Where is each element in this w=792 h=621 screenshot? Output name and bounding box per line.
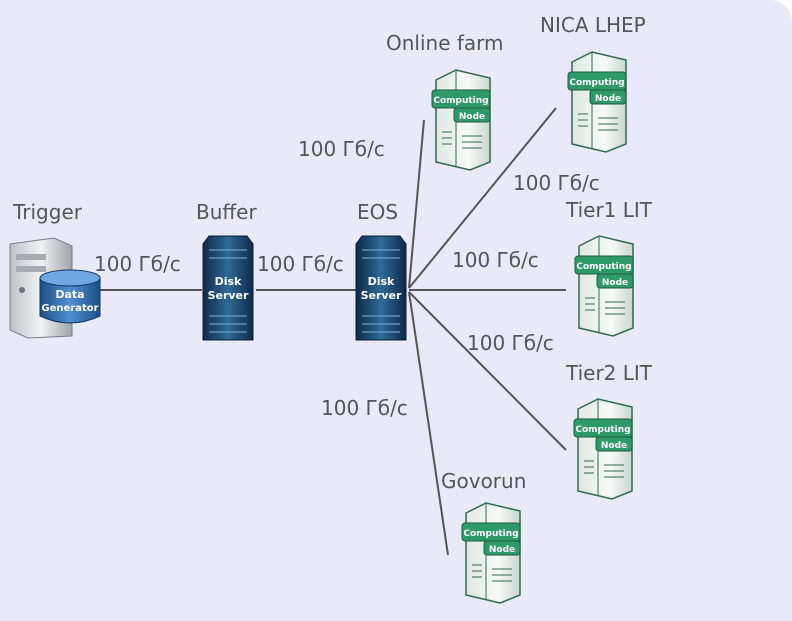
tier1-lit-icon-line2: Node — [602, 278, 628, 288]
govorun-icon-line2: Node — [489, 545, 515, 555]
links — [100, 107, 567, 556]
eos-icon-line1: Disk — [368, 275, 395, 288]
link-eos-online-farm — [408, 119, 425, 289]
govorun-icon-line1: Computing — [463, 529, 518, 539]
node-label-buffer: Buffer — [196, 200, 257, 224]
nica-lhep-computing-node-icon: Computing Node — [567, 51, 627, 153]
node-label-nica-lhep: NICA LHEP — [540, 13, 646, 37]
eos-icon-line2: Server — [361, 289, 402, 302]
node-label-tier2-lit: Tier2 LIT — [565, 361, 653, 385]
tier2-lit-icon-line1: Computing — [575, 425, 630, 435]
link-label-eos-govorun: 100 Гб/с — [321, 396, 408, 420]
govorun-computing-node-icon: Computing Node — [461, 502, 521, 604]
link-label-buffer-eos: 100 Гб/с — [257, 252, 344, 276]
buffer-icon-line2: Server — [208, 289, 249, 302]
tier2-lit-computing-node-icon: Computing Node — [573, 398, 633, 500]
node-label-online-farm: Online farm — [386, 31, 504, 55]
nica-lhep-icon-line1: Computing — [569, 78, 624, 88]
link-label-trigger-buffer: 100 Гб/с — [94, 252, 181, 276]
buffer-icon-line1: Disk — [215, 275, 242, 288]
node-label-tier1-lit: Tier1 LIT — [565, 198, 653, 222]
link-label-eos-tier2-lit: 100 Гб/с — [467, 331, 554, 355]
link-label-eos-tier1-lit: 100 Гб/с — [452, 248, 539, 272]
online-farm-icon-line1: Computing — [433, 96, 488, 106]
link-eos-tier2-lit — [408, 291, 567, 451]
tier1-lit-icon-line1: Computing — [576, 262, 631, 272]
node-label-trigger: Trigger — [12, 200, 83, 224]
data-generator-line1: Data — [55, 288, 84, 301]
online-farm-icon-line2: Node — [459, 112, 485, 122]
link-label-eos-online-farm: 100 Гб/с — [298, 137, 385, 161]
nica-lhep-icon-line2: Node — [595, 94, 621, 104]
node-label-eos: EOS — [357, 200, 398, 224]
tier1-lit-computing-node-icon: Computing Node — [574, 235, 634, 337]
data-generator-line2: Generator — [41, 303, 98, 314]
node-label-govorun: Govorun — [441, 469, 526, 493]
link-eos-govorun — [408, 291, 449, 556]
link-eos-nica-lhep — [408, 107, 557, 289]
data-generator-icon: Data Generator — [9, 237, 101, 339]
eos-disk-server-icon: Disk Server — [355, 235, 407, 341]
node-labels: Trigger Buffer EOS Online farm NICA LHEP… — [12, 13, 653, 493]
buffer-disk-server-icon: Disk Server — [202, 235, 254, 341]
link-label-eos-nica-lhep: 100 Гб/с — [513, 171, 600, 195]
tier2-lit-icon-line2: Node — [601, 441, 627, 451]
online-farm-computing-node-icon: Computing Node — [431, 69, 491, 171]
link-labels: 100 Гб/с 100 Гб/с 100 Гб/с 100 Гб/с 100 … — [94, 137, 600, 420]
